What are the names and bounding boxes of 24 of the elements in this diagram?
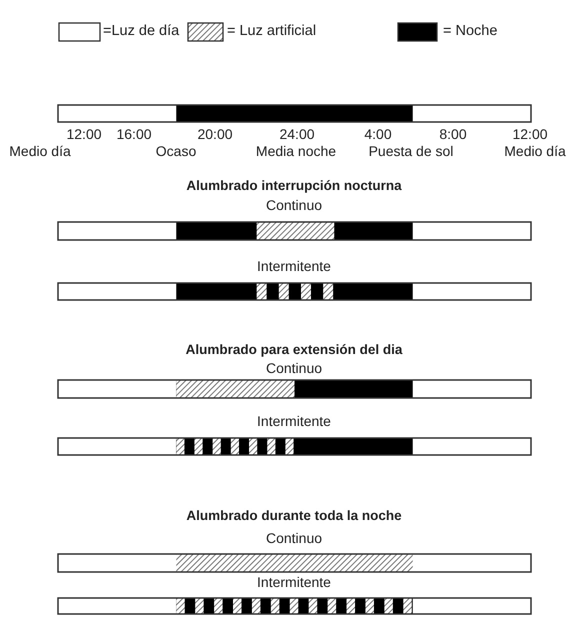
time-label: 4:00 bbox=[364, 126, 392, 142]
time-label: 24:00 bbox=[279, 126, 315, 142]
legend-label: =Luz de día bbox=[103, 22, 180, 40]
mode-label: Intermitente bbox=[257, 413, 331, 429]
section-heading: Alumbrado durante toda la noche bbox=[186, 508, 402, 524]
mode-label: Continuo bbox=[266, 530, 322, 546]
section-heading: Alumbrado para extensión del dia bbox=[186, 342, 402, 358]
mode-label: Intermitente bbox=[257, 574, 331, 590]
legend-label: = Noche bbox=[443, 22, 498, 40]
mode-label: Intermitente bbox=[257, 258, 331, 274]
mode-label: Continuo bbox=[266, 197, 322, 213]
time-label: 12:00 bbox=[512, 126, 548, 142]
time-label: Medio día bbox=[504, 143, 566, 159]
time-label: 20:00 bbox=[197, 126, 233, 142]
section-heading: Alumbrado interrupción nocturna bbox=[186, 178, 402, 194]
mode-label: Continuo bbox=[266, 360, 322, 376]
time-label: Puesta de sol bbox=[368, 143, 454, 159]
time-label: Medio día bbox=[9, 143, 71, 159]
time-label: Ocaso bbox=[156, 143, 196, 159]
legend-label: = Luz artificial bbox=[227, 22, 316, 40]
time-label: 12:00 bbox=[66, 126, 102, 142]
time-label: Media noche bbox=[256, 143, 336, 159]
time-label: 8:00 bbox=[439, 126, 467, 142]
time-label: 16:00 bbox=[116, 126, 152, 142]
